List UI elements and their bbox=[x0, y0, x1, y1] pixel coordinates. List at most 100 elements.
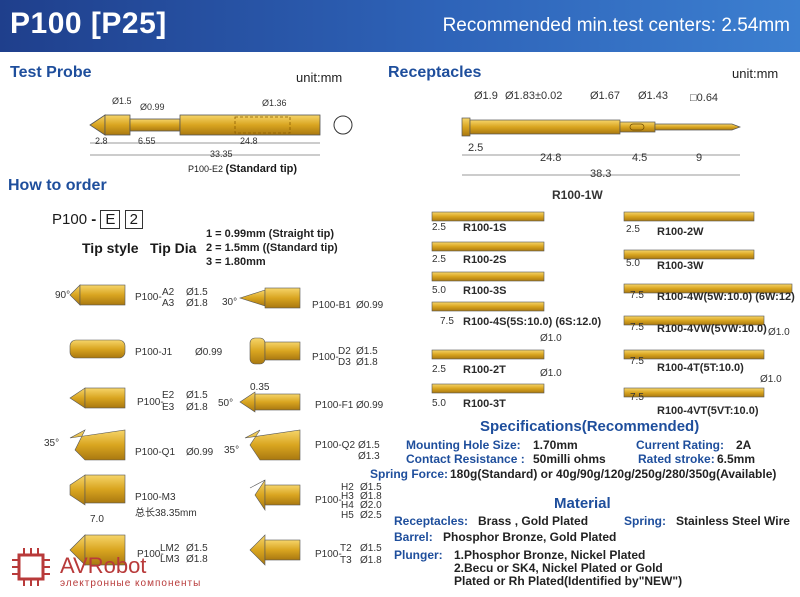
spec-contact-value: 50milli ohms bbox=[533, 452, 606, 466]
material-spring-key: Spring: bbox=[624, 514, 666, 528]
tip-f1-angle: 50° bbox=[218, 398, 234, 409]
tip-h-sub2: H3 bbox=[341, 491, 354, 502]
order-option-3: 3 = 1.80mm bbox=[206, 256, 266, 268]
tip-b1-d1: Ø0.99 bbox=[356, 300, 384, 311]
rr-6-d: Ø1.0 bbox=[760, 374, 782, 385]
spec-mounting-key: Mounting Hole Size: bbox=[406, 438, 521, 452]
tip-q1-d1: Ø0.99 bbox=[186, 447, 214, 458]
tip-h-sub4: H5 bbox=[341, 510, 354, 521]
tip-j1-d1: Ø0.99 bbox=[195, 347, 223, 358]
rl-3-dim: 5.0 bbox=[432, 285, 446, 296]
tip-t-d1: Ø1.5 bbox=[360, 543, 382, 554]
rec-dim-6: 2.5 bbox=[468, 142, 484, 154]
tip-h-sub3: H4 bbox=[341, 500, 354, 511]
rr-2-code: R100-3W bbox=[657, 260, 704, 272]
spec-current-value: 2A bbox=[736, 438, 752, 452]
rr-4-code: R100-4VW(5VW:10.0) bbox=[657, 323, 767, 335]
rl-1-code: R100-1S bbox=[463, 222, 507, 234]
material-plunger-line-1: 1.Phosphor Bronze, Nickel Plated bbox=[454, 548, 646, 562]
tip-m3-dim: 7.0 bbox=[90, 514, 104, 525]
rl-6-dim: 5.0 bbox=[432, 398, 446, 409]
order-option-2: 2 = 1.5mm ((Standard tip) bbox=[206, 242, 338, 254]
rl-5-code: R100-2T bbox=[463, 364, 506, 376]
rec-dim-10: 38.3 bbox=[590, 168, 612, 180]
tip-h-code: P100- bbox=[315, 495, 342, 506]
rr-5-code: R100-4T(5T:10.0) bbox=[657, 362, 744, 374]
header-banner bbox=[0, 0, 800, 52]
tip-f1-code: P100-F1 bbox=[315, 400, 354, 411]
rr-3-code: R100-4W(5W:10.0) (6W:12) bbox=[657, 291, 795, 303]
rl-6-code: R100-3T bbox=[463, 398, 506, 410]
tip-d-sub1: D2 bbox=[338, 346, 351, 357]
material-barrel-key: Barrel: bbox=[394, 530, 433, 544]
chip-logo-icon bbox=[12, 548, 50, 586]
logo-subtitle: электронные компоненты bbox=[60, 578, 202, 589]
tip-d-code: P100- bbox=[312, 352, 339, 363]
rr-4-dim: 7.5 bbox=[630, 322, 644, 333]
tip-e-sub1: E2 bbox=[162, 390, 175, 401]
probe-dim-1: Ø1.5 bbox=[112, 96, 132, 106]
specs-title: Specifications(Recommended) bbox=[480, 418, 700, 435]
spec-spring-key: Spring Force: bbox=[370, 467, 449, 481]
rl-2-code: R100-2S bbox=[463, 254, 507, 266]
left-tip-drawings bbox=[69, 284, 126, 566]
rec-dim-8: 4.5 bbox=[632, 152, 648, 164]
tip-lm-d2: Ø1.8 bbox=[186, 554, 208, 565]
tip-a-angle: 90° bbox=[55, 290, 71, 301]
tip-m3-code: P100-M3 bbox=[135, 492, 176, 503]
tip-dia-label: Tip Dia bbox=[150, 240, 197, 256]
tip-lm-sub1: LM2 bbox=[160, 543, 180, 554]
logo-name: AVRobot bbox=[60, 553, 147, 578]
test-probe-drawing bbox=[89, 114, 353, 156]
probe-dim-5: 6.55 bbox=[138, 136, 156, 146]
material-spring-value: Stainless Steel Wire bbox=[676, 514, 790, 528]
tip-t-d2: Ø1.8 bbox=[360, 555, 382, 566]
rec-dim-4: Ø1.43 bbox=[638, 90, 668, 102]
tip-h-sub1: H2 bbox=[341, 482, 354, 493]
tip-e-d2: Ø1.8 bbox=[186, 402, 208, 413]
rl-3-code: R100-3S bbox=[463, 285, 507, 297]
tip-h-d1: Ø1.5 bbox=[360, 482, 382, 493]
probe-caption: P100-E2 (Standard tip) bbox=[188, 163, 298, 175]
rr-1-dim: 2.5 bbox=[626, 224, 640, 235]
tip-h-d2: Ø1.8 bbox=[360, 491, 382, 502]
receptacle-drawing bbox=[461, 117, 741, 176]
material-plunger-key: Plunger: bbox=[394, 548, 443, 562]
tip-b1-code: P100-B1 bbox=[312, 300, 351, 311]
tip-q2-d2: Ø1.3 bbox=[358, 451, 380, 462]
spec-spring-value: 180g(Standard) or 40g/90g/120g/250g/280/… bbox=[450, 467, 777, 481]
tip-m3-extra: 总长38.35mm bbox=[135, 508, 197, 519]
rec-dim-1: Ø1.9 bbox=[474, 90, 498, 102]
material-plunger-line-3: Plated or Rh Plated(Identified by"NEW") bbox=[454, 574, 683, 588]
tip-t-sub2: T3 bbox=[340, 555, 352, 566]
rec-dim-2: Ø1.83±0.02 bbox=[505, 90, 563, 102]
rl-6-d: Ø1.0 bbox=[540, 368, 562, 379]
how-to-order-title: How to order bbox=[8, 177, 107, 194]
rl-1-dim: 2.5 bbox=[432, 222, 446, 233]
tip-style-label: Tip style bbox=[82, 240, 139, 256]
tip-q1-code: P100-Q1 bbox=[135, 447, 176, 458]
spec-stroke-key: Rated stroke: bbox=[638, 452, 715, 466]
order-code: P100 - E 2 bbox=[52, 210, 143, 229]
tip-f1-dim: 0.35 bbox=[250, 382, 270, 393]
rr-6-code: R100-4VT(5VT:10.0) bbox=[657, 405, 759, 417]
order-option-1: 1 = 0.99mm (Straight tip) bbox=[206, 228, 335, 240]
page-title: P100 [P25] bbox=[10, 7, 167, 40]
tip-b1-angle: 30° bbox=[222, 297, 238, 308]
spec-mounting-value: 1.70mm bbox=[533, 438, 578, 452]
tip-d-d2: Ø1.8 bbox=[356, 357, 378, 368]
recommended-centers: Recommended min.test centers: 2.54mm bbox=[442, 15, 790, 36]
tip-a-sub1: A2 bbox=[162, 287, 175, 298]
spec-current-key: Current Rating: bbox=[636, 438, 724, 452]
material-receptacles-key: Receptacles: bbox=[394, 514, 469, 528]
probe-dim-2: Ø0.99 bbox=[140, 102, 165, 112]
tip-q2-angle: 35° bbox=[224, 445, 240, 456]
tip-lm-sub2: LM3 bbox=[160, 554, 180, 565]
tip-j1-code: P100-J1 bbox=[135, 347, 173, 358]
rl-4-code: R100-4S(5S:10.0) (6S:12.0) bbox=[463, 316, 602, 328]
tip-q1-angle: 35° bbox=[44, 438, 60, 449]
material-receptacles-value: Brass , Gold Plated bbox=[478, 514, 589, 528]
tip-e-code: P100- bbox=[137, 397, 164, 408]
rl-5-dim: 2.5 bbox=[432, 364, 446, 375]
material-plunger-line-2: 2.Becu or SK4, Nickel Plated or Gold bbox=[454, 561, 663, 575]
